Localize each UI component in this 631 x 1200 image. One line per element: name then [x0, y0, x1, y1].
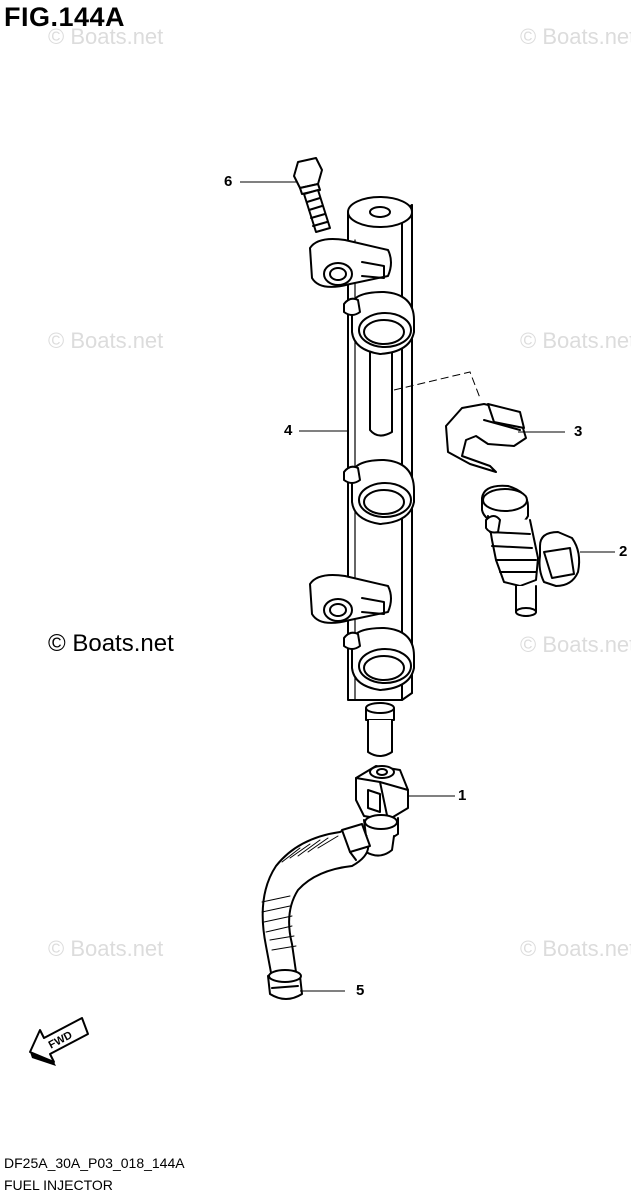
watermark: © Boats.net — [520, 328, 631, 353]
callout-2[interactable]: 2 — [619, 543, 628, 560]
watermark: © Boats.net — [520, 24, 631, 49]
watermark-main: © Boats.net — [48, 630, 174, 657]
callout-6[interactable]: 6 — [224, 173, 233, 190]
watermark: © Boats.net — [520, 632, 631, 657]
part-6-bolt[interactable] — [293, 157, 331, 233]
part-3-clip[interactable] — [445, 403, 527, 473]
fwd-arrow-icon: FWD — [29, 1017, 89, 1066]
part-2-injector[interactable] — [481, 484, 581, 617]
watermark: © Boats.net — [520, 936, 631, 961]
callout-3[interactable]: 3 — [574, 423, 583, 440]
diagram-name: FUEL INJECTOR — [4, 1177, 113, 1193]
figure-title: FIG.144A — [4, 2, 126, 32]
watermark: © Boats.net — [48, 936, 164, 961]
part-4-fuel-rail[interactable] — [309, 196, 415, 757]
callout-5[interactable]: 5 — [356, 982, 365, 999]
watermark: © Boats.net — [48, 24, 164, 49]
part-1-fitting[interactable] — [355, 765, 409, 857]
callout-1[interactable]: 1 — [458, 787, 467, 804]
leader-3-dashed — [393, 371, 481, 399]
callout-4[interactable]: 4 — [284, 422, 293, 439]
part-5-hose[interactable] — [261, 823, 371, 1000]
watermark: © Boats.net — [48, 328, 164, 353]
diagram-code: DF25A_30A_P03_018_144A — [4, 1155, 185, 1171]
